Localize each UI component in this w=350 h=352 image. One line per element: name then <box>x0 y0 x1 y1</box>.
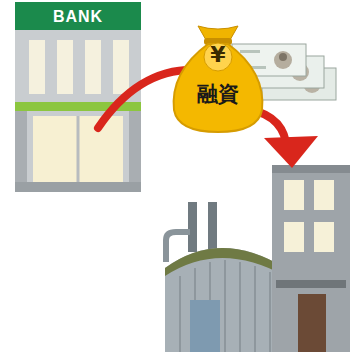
office-building <box>272 165 350 352</box>
bank-building: BANK <box>15 2 141 192</box>
factory <box>165 202 285 352</box>
bank-building-shape <box>15 2 141 192</box>
money-bag-shape <box>168 22 268 134</box>
money-bag: ¥ 融資 <box>168 22 268 134</box>
node-label: BANK <box>15 7 141 27</box>
node-label: 融資 <box>168 82 268 107</box>
node-label: ¥ <box>168 42 268 68</box>
